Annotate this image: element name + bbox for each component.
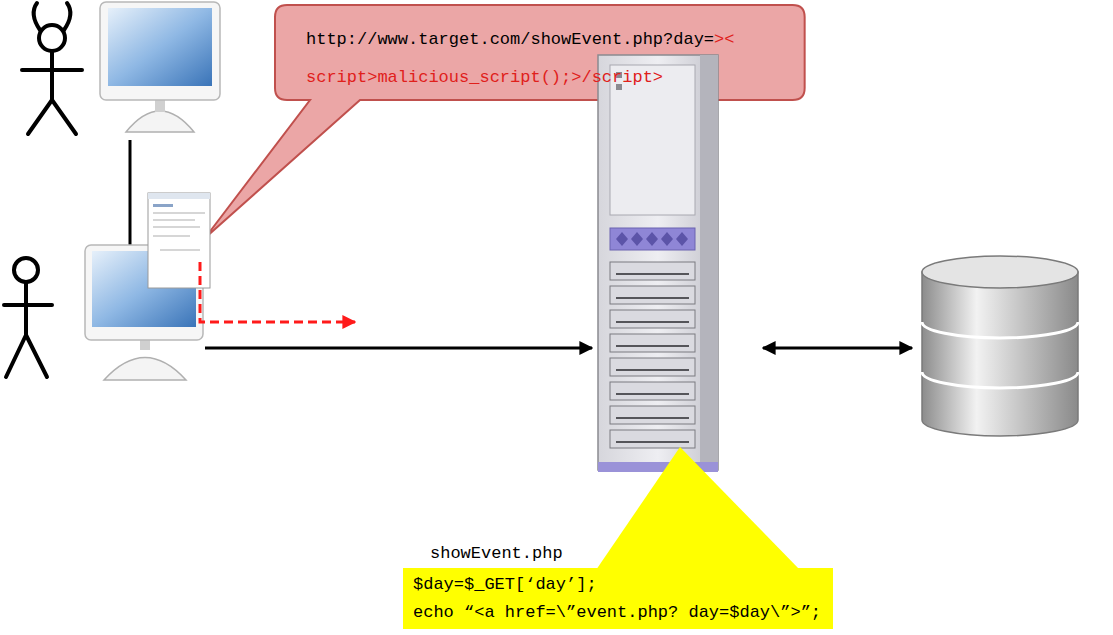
attacker-computer (100, 2, 220, 132)
code-box: $day=$_GET[‘day’];echo “<a href=\”event.… (403, 568, 833, 629)
click-link-arrow (200, 262, 355, 322)
query-arrow (763, 347, 912, 350)
url-callout: http://www.target.com/showEvent.php?day=… (275, 5, 805, 100)
url-text: http://www.target.com/showEvent.php?day= (306, 30, 714, 49)
attacker-figure (22, 3, 82, 134)
file-name: showEvent.php (430, 540, 833, 568)
code-line: echo “<a href=\”event.php? day=$day\”>”; (413, 599, 821, 627)
web-server (598, 55, 718, 472)
code-pointer (596, 447, 800, 570)
callout-text: http://www.target.com/showEvent.php?day=… (306, 21, 745, 97)
code-line: $day=$_GET[‘day’]; (413, 571, 821, 599)
code-callout: showEvent.php$day=$_GET[‘day’];echo “<a … (403, 540, 833, 629)
victim-figure (4, 258, 52, 377)
request-arrow (205, 347, 592, 350)
code-pointer (596, 447, 800, 570)
database-cylinder (922, 256, 1078, 436)
browser-screenshot (148, 193, 210, 288)
